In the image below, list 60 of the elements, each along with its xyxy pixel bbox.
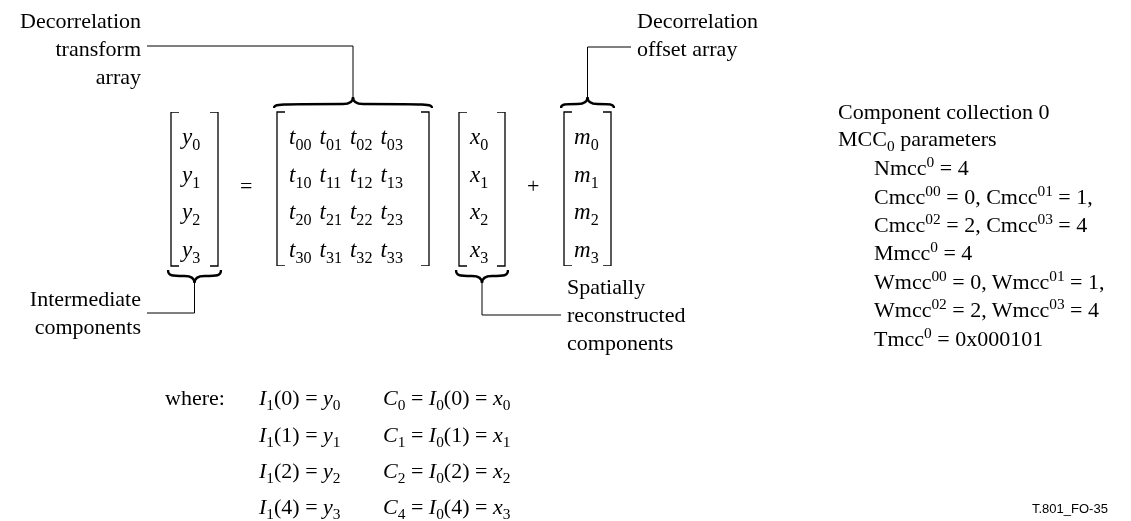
parameter-text: Cmcc$^{00}$ = 0, Cmcc$^{01}$ = 1, xyxy=(874,187,1093,207)
leader-line xyxy=(587,46,632,98)
matrix-entry: t$_{31}$ xyxy=(319,236,342,268)
matrix-entry: t$_{32}$ xyxy=(349,236,373,268)
leader-line xyxy=(146,280,195,314)
bracketed-matrix xyxy=(560,94,615,266)
matrix-entry: t$_{30}$ xyxy=(289,236,312,268)
equation: I$_{1}$(0) = y$_{0}$ xyxy=(259,388,341,408)
parameter-text: Component collection 0 xyxy=(838,102,1050,122)
operator-sign: = xyxy=(240,176,253,196)
equation: I$_{1}$(4) = y$_{3}$ xyxy=(259,497,341,517)
matrix-entry: t$_{33}$ xyxy=(380,236,403,268)
matrix-entry: x$_{1}$ xyxy=(470,160,489,193)
equation: I$_{1}$(1) = y$_{1}$ xyxy=(259,425,341,445)
where-text: where: xyxy=(165,388,225,408)
parameter-text: Mmcc$^{0}$ = 4 xyxy=(874,243,973,263)
equation: C$_{1}$ = I$_{0}$(1) = x$_{1}$ xyxy=(383,425,511,445)
matrix-entry: m$_{1}$ xyxy=(574,160,599,193)
callout-label: Spatially reconstructed components xyxy=(567,273,686,357)
matrix-entry: t$_{10}$ xyxy=(289,160,312,193)
matrix-entry: m$_{2}$ xyxy=(574,198,599,230)
bracketed-matrix xyxy=(167,112,222,284)
matrix-entry: t$_{21}$ xyxy=(319,198,342,230)
matrix-entry: y$_{3}$ xyxy=(182,236,201,268)
matrix-entry: t$_{00}$ xyxy=(289,123,312,155)
matrix-entry: m$_{0}$ xyxy=(574,123,599,155)
parameter-text: MCC$_{0}$ parameters xyxy=(838,129,997,149)
matrix-entry: t$_{12}$ xyxy=(349,160,373,193)
matrix-entry: t$_{03}$ xyxy=(380,123,403,155)
parameter-text: Cmcc$^{02}$ = 2, Cmcc$^{03}$ = 4 xyxy=(874,215,1088,235)
matrix-entry: t$_{11}$ xyxy=(319,160,342,193)
matrix-entry: y$_{2}$ xyxy=(182,198,201,230)
matrix-entry: t$_{02}$ xyxy=(349,123,373,155)
bracketed-matrix xyxy=(455,112,509,284)
callout-label: Decorrelation offset array xyxy=(637,7,758,63)
matrix-entry: x$_{0}$ xyxy=(470,123,489,155)
equation: C$_{0}$ = I$_{0}$(0) = x$_{0}$ xyxy=(383,388,511,408)
leader-line xyxy=(146,45,354,98)
matrix-entry: t$_{20}$ xyxy=(289,198,312,230)
matrix-entry: y$_{0}$ xyxy=(182,123,201,155)
equation: C$_{2}$ = I$_{0}$(2) = x$_{2}$ xyxy=(383,461,511,481)
matrix-entry: t$_{01}$ xyxy=(319,123,342,155)
parameter-text: Wmcc$^{00}$ = 0, Wmcc$^{01}$ = 1, xyxy=(874,272,1105,292)
matrix-entry: x$_{3}$ xyxy=(470,236,489,268)
matrix-entry: t$_{22}$ xyxy=(349,198,373,230)
parameter-text: Tmcc$^{0}$ = 0x000101 xyxy=(874,329,1044,349)
matrix-entry: t$_{13}$ xyxy=(380,160,403,193)
parameter-text: Wmcc$^{02}$ = 2, Wmcc$^{03}$ = 4 xyxy=(874,300,1100,320)
parameter-text: Nmcc$^{0}$ = 4 xyxy=(874,158,969,178)
operator-sign: + xyxy=(527,176,540,196)
callout-label: Intermediate components xyxy=(29,285,141,341)
matrix-entry: y$_{1}$ xyxy=(182,160,201,193)
equation: C$_{4}$ = I$_{0}$(4) = x$_{3}$ xyxy=(383,497,511,517)
figure-id: T.801_FO-35 xyxy=(1032,500,1108,518)
leader-line xyxy=(481,280,562,316)
matrix-entry: t$_{23}$ xyxy=(380,198,403,230)
matrix-entry: m$_{3}$ xyxy=(574,236,599,268)
callout-label: Decorrelation transform array xyxy=(20,7,141,91)
matrix-entry: x$_{2}$ xyxy=(470,198,489,230)
equation: I$_{1}$(2) = y$_{2}$ xyxy=(259,461,341,481)
